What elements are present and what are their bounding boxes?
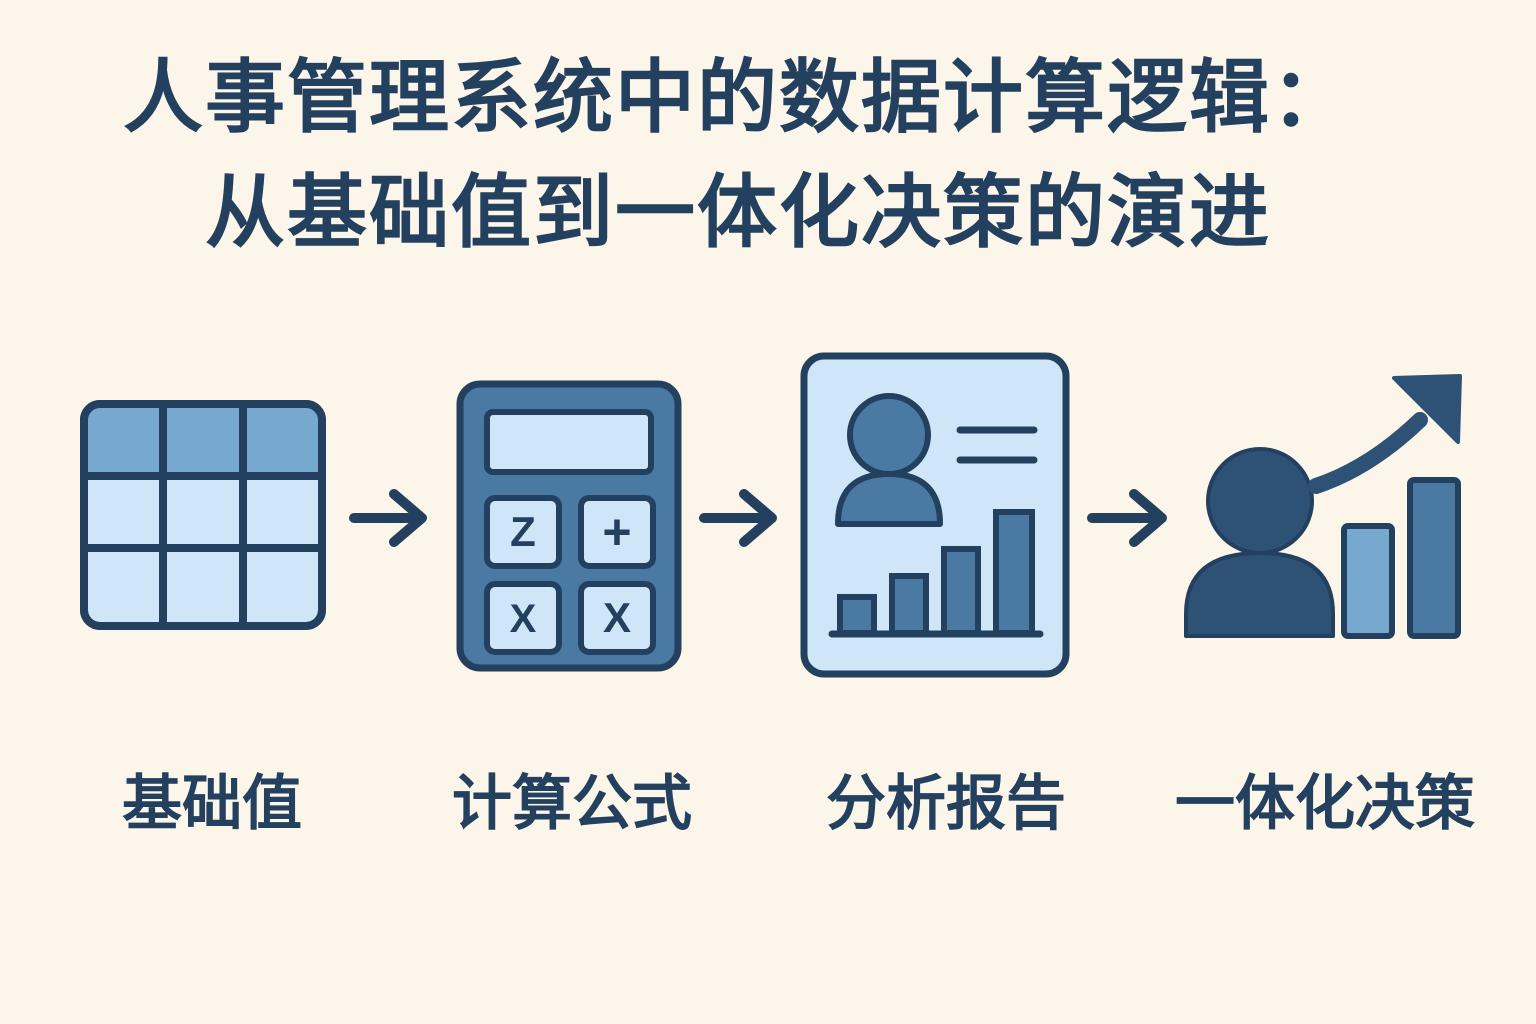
step-label-base-value: 基础值 <box>122 769 302 839</box>
calc-key-2: + <box>602 504 631 560</box>
table-grid-icon <box>80 400 326 630</box>
arrow-right-icon <box>699 489 777 547</box>
calc-key-4: X <box>603 594 631 641</box>
step-label-integrated-decision: 一体化决策 <box>1175 769 1475 839</box>
person-growth-chart-icon <box>1184 374 1462 639</box>
calculator-icon: Z + X X <box>456 380 682 672</box>
page-title-line-1: 人事管理系统中的数据计算逻辑： <box>123 51 1353 144</box>
calc-key-3: X <box>510 597 537 641</box>
calc-key-1: Z <box>510 508 536 555</box>
arrow-right-icon <box>1087 489 1167 547</box>
report-profile-chart-icon <box>800 352 1070 678</box>
arrow-right-icon <box>349 489 427 547</box>
step-label-analysis-report: 分析报告 <box>826 769 1066 839</box>
step-label-formula: 计算公式 <box>452 769 692 839</box>
page-title-line-2: 从基础值到一体化决策的演进 <box>205 166 1271 259</box>
